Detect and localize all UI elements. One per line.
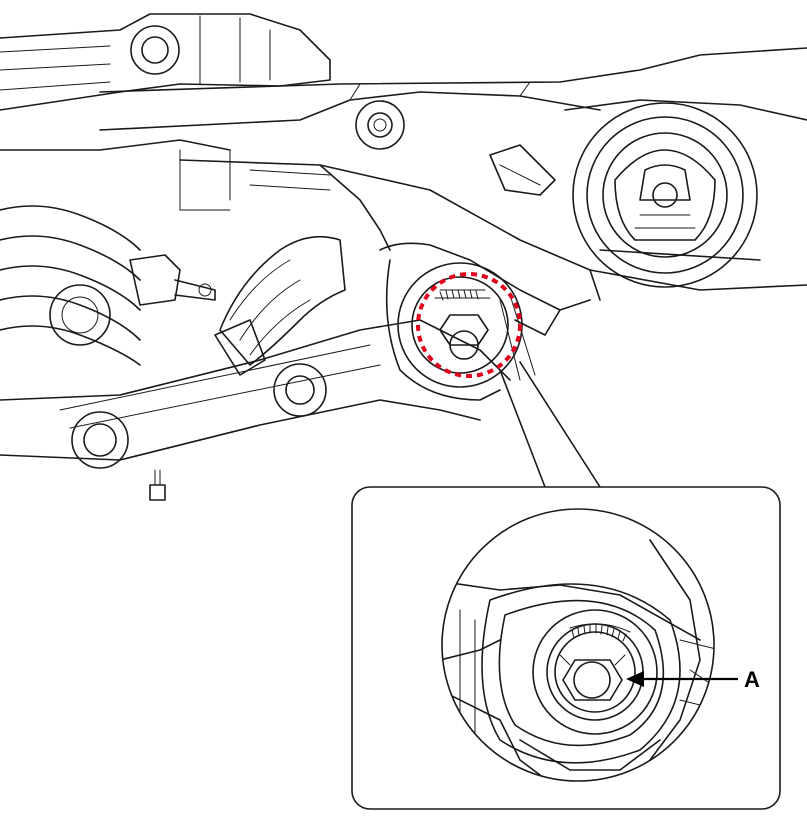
callout-label: A: [744, 667, 760, 692]
detail-inset: [351, 486, 781, 810]
dashed-circle-highlight: [416, 272, 522, 378]
subframe-assembly: [0, 13, 807, 501]
arrow-pointer: [626, 671, 738, 687]
detail-leader-lines: [499, 361, 601, 488]
